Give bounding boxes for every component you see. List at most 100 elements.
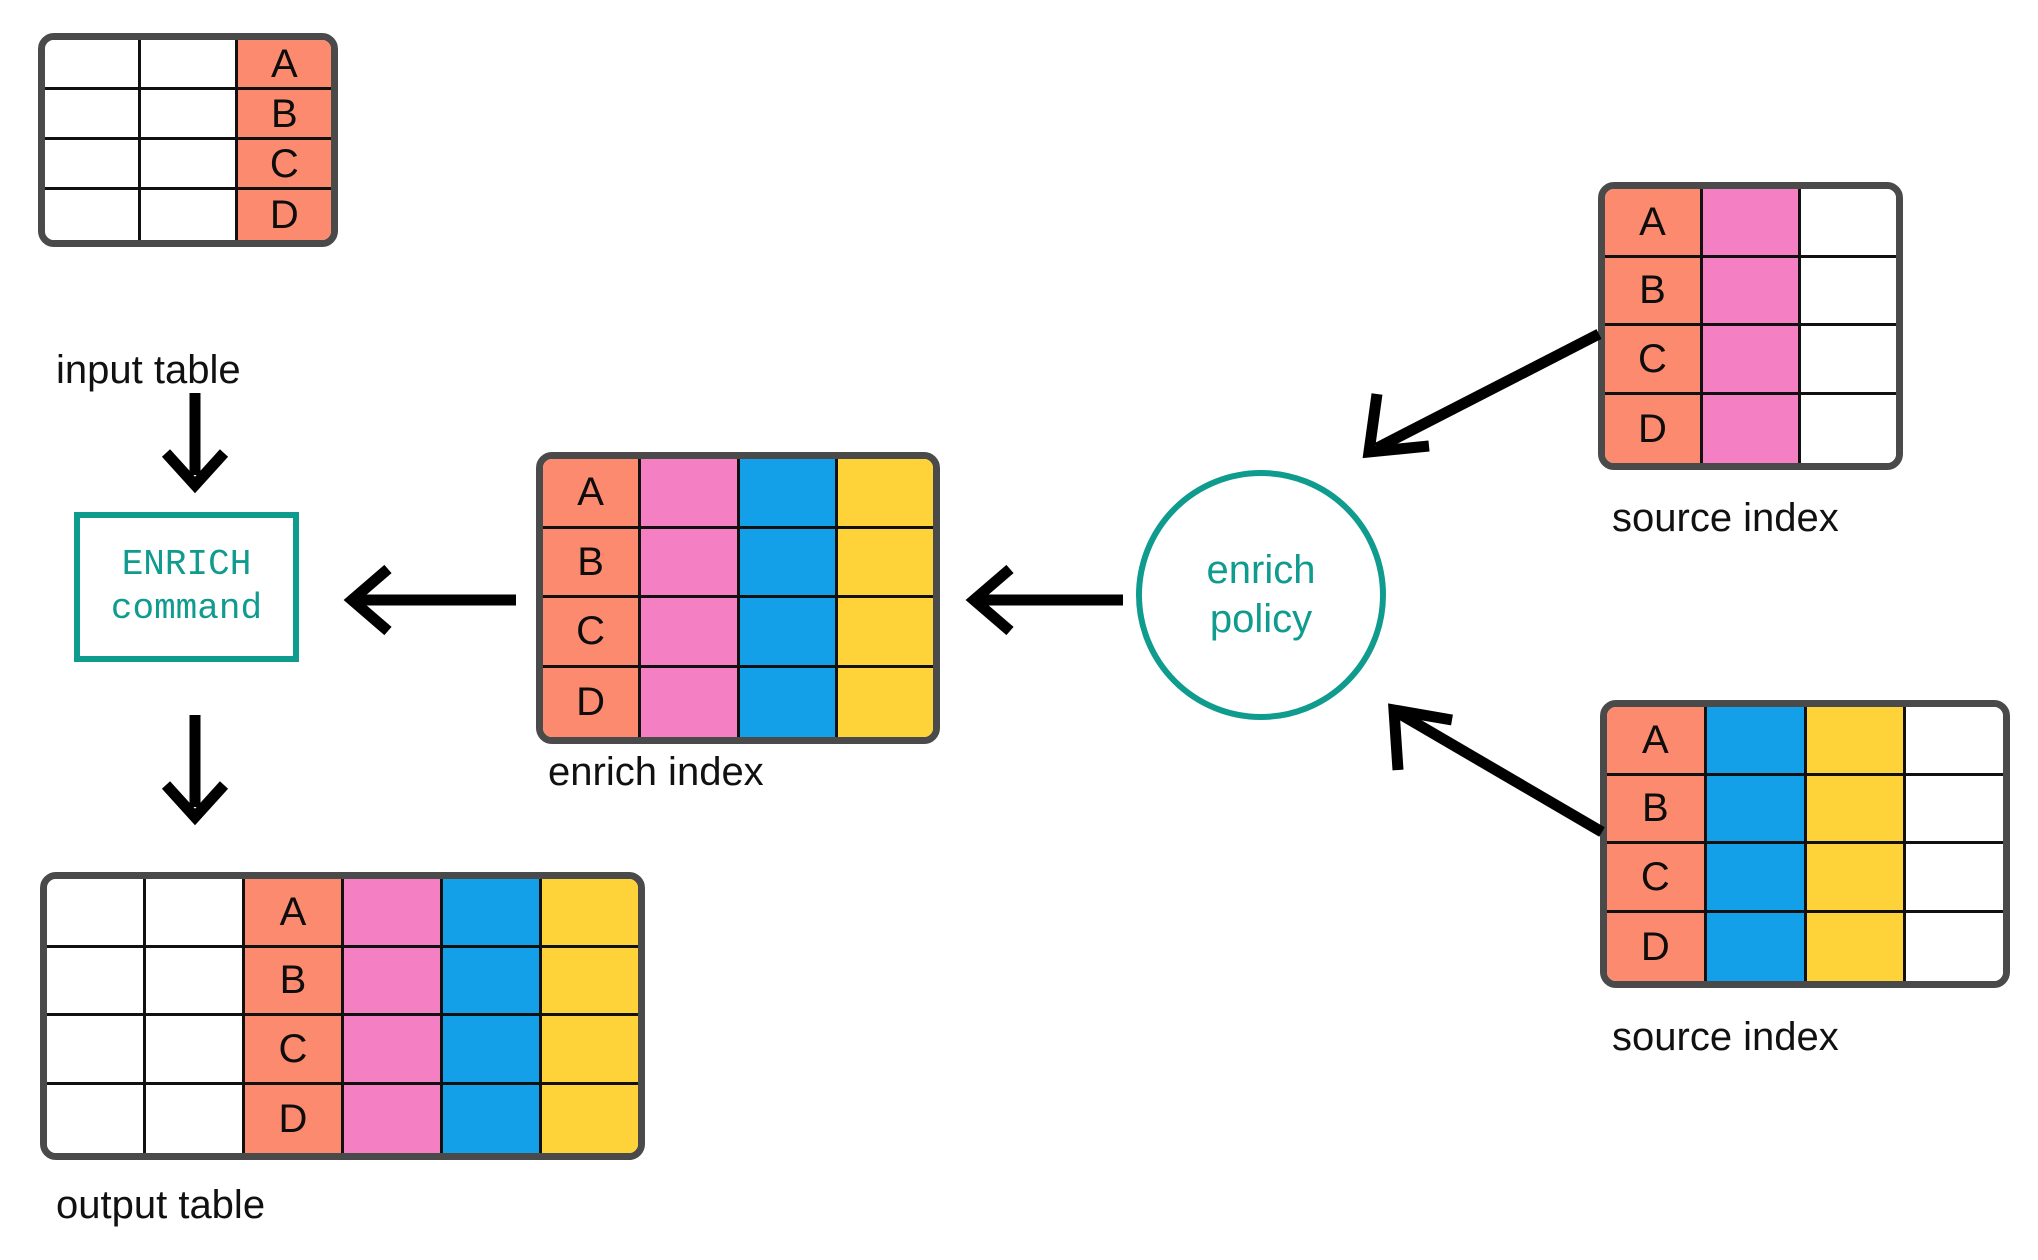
table-cell bbox=[344, 879, 443, 948]
key-label: B bbox=[1639, 268, 1666, 313]
table-row: C bbox=[45, 140, 331, 190]
key-label: C bbox=[269, 141, 299, 186]
table-cell bbox=[837, 528, 933, 598]
table-row: B bbox=[1605, 257, 1896, 326]
table-cell: C bbox=[237, 140, 331, 190]
table-row: C bbox=[1607, 844, 2003, 913]
table-cell bbox=[1806, 844, 1907, 913]
table-cell bbox=[837, 459, 933, 529]
table-row: C bbox=[1605, 326, 1896, 395]
table-cell bbox=[1706, 912, 1807, 981]
table-cell bbox=[146, 1016, 245, 1085]
key-label: A bbox=[1639, 199, 1666, 244]
table-cell bbox=[47, 1084, 146, 1153]
table-cell bbox=[641, 528, 740, 598]
table-cell bbox=[1703, 394, 1801, 463]
table-row: B bbox=[47, 947, 638, 1016]
table-cell bbox=[47, 1016, 146, 1085]
table-cell bbox=[641, 667, 740, 737]
input-table-caption: input table bbox=[56, 348, 241, 392]
table-row: B bbox=[1607, 775, 2003, 844]
table-row: B bbox=[543, 528, 933, 598]
key-label: D bbox=[1640, 924, 1670, 969]
table-row: D bbox=[1607, 912, 2003, 981]
table-cell bbox=[837, 598, 933, 668]
table-cell bbox=[443, 947, 542, 1016]
arrow-source-top-to-policy bbox=[1362, 329, 1602, 459]
table-cell: C bbox=[245, 1016, 344, 1085]
key-label: A bbox=[1642, 717, 1669, 762]
table-row: A bbox=[1607, 707, 2003, 776]
table-cell bbox=[344, 1016, 443, 1085]
enrich-command-box[interactable]: ENRICH command bbox=[74, 512, 299, 662]
key-label: D bbox=[269, 193, 299, 237]
arrow-input-to-command bbox=[161, 393, 229, 494]
table-cell bbox=[542, 947, 638, 1016]
table-cell bbox=[1703, 189, 1801, 258]
table-cell: C bbox=[1605, 326, 1703, 395]
table-cell: D bbox=[237, 190, 331, 240]
table-row: D bbox=[47, 1084, 638, 1153]
enrich-policy-line2: policy bbox=[1209, 597, 1313, 641]
arrow-enrich-index-to-command bbox=[343, 564, 516, 636]
table-cell bbox=[146, 879, 245, 948]
key-label: A bbox=[279, 889, 307, 934]
table-cell bbox=[443, 1084, 542, 1153]
table-cell bbox=[1806, 912, 1907, 981]
table-row: A bbox=[45, 40, 331, 90]
table-row: A bbox=[1605, 189, 1896, 258]
table-cell bbox=[837, 667, 933, 737]
table-cell bbox=[739, 459, 838, 529]
key-label: D bbox=[278, 1096, 308, 1141]
key-label: C bbox=[1640, 854, 1670, 899]
table-cell bbox=[141, 190, 238, 240]
key-label: C bbox=[278, 1026, 308, 1071]
arrow-policy-to-enrich-index bbox=[965, 564, 1123, 636]
table-cell bbox=[1703, 326, 1801, 395]
table-cell bbox=[542, 1084, 638, 1153]
table-cell bbox=[45, 90, 142, 140]
table-cell bbox=[1801, 257, 1896, 326]
table-cell: B bbox=[1605, 257, 1703, 326]
table-cell: A bbox=[1607, 707, 1707, 776]
arrow-source-bottom-to-policy bbox=[1388, 703, 1605, 837]
table-cell bbox=[1906, 912, 2003, 981]
table-cell: B bbox=[237, 90, 331, 140]
table-cell: C bbox=[1607, 844, 1707, 913]
enrich-policy-line1: enrich bbox=[1206, 548, 1316, 593]
table-cell bbox=[542, 1016, 638, 1085]
table-cell bbox=[739, 598, 838, 668]
enrich-policy-node[interactable]: enrich policy bbox=[1136, 470, 1386, 720]
table-cell bbox=[739, 528, 838, 598]
table-cell: B bbox=[1607, 775, 1707, 844]
table-cell: A bbox=[237, 40, 331, 90]
table-row: B bbox=[45, 90, 331, 140]
source-index-bottom-caption: source index bbox=[1612, 1015, 1839, 1059]
enrich-command-line2: command bbox=[110, 588, 263, 629]
table-cell: D bbox=[245, 1084, 344, 1153]
table-row: C bbox=[47, 1016, 638, 1085]
table-cell bbox=[1906, 707, 2003, 776]
key-label: B bbox=[577, 539, 604, 584]
key-label: D bbox=[576, 680, 606, 725]
table-cell bbox=[146, 1084, 245, 1153]
table-row: D bbox=[1605, 394, 1896, 463]
key-label: C bbox=[1638, 336, 1667, 381]
table-cell bbox=[443, 1016, 542, 1085]
table-cell bbox=[641, 598, 740, 668]
table-cell bbox=[1801, 326, 1896, 395]
table-cell bbox=[45, 40, 142, 90]
table-row: D bbox=[45, 190, 331, 240]
table-cell bbox=[1806, 707, 1907, 776]
key-label: B bbox=[1642, 786, 1669, 831]
table-cell: A bbox=[543, 459, 642, 529]
table-cell bbox=[45, 140, 142, 190]
table-cell bbox=[1906, 775, 2003, 844]
table-cell bbox=[1801, 394, 1896, 463]
table-cell bbox=[141, 90, 238, 140]
table-cell bbox=[47, 879, 146, 948]
